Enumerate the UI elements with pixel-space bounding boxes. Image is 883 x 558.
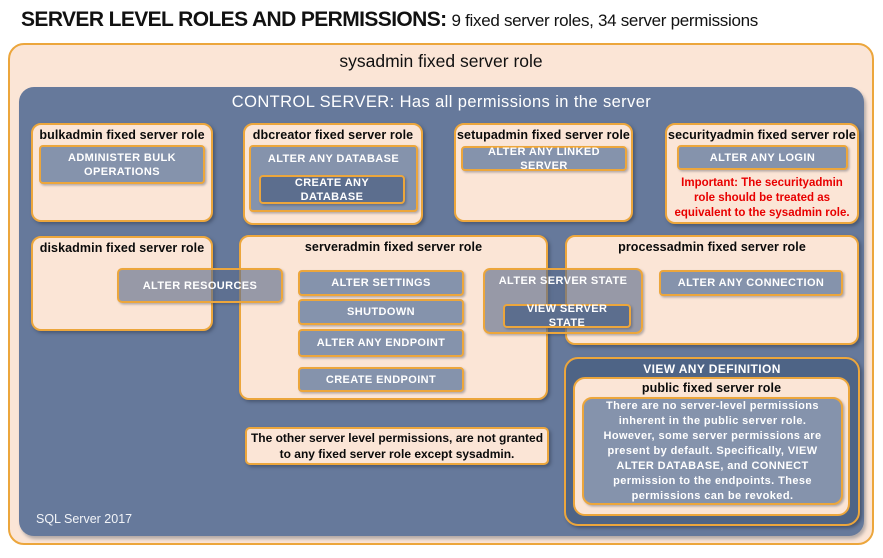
securityadmin-warning-line-3: equivalent to the sysadmin role. (674, 207, 850, 219)
other-permissions-note-line-2: to any fixed server role except sysadmin… (279, 447, 515, 461)
permission-alter-any-linked-server: ALTER ANY LINKED SERVER (461, 146, 627, 172)
sql-server-version-label: SQL Server 2017 (36, 512, 133, 526)
other-permissions-note-line-1: The other server level permissions, are … (250, 431, 544, 445)
sysadmin-role-title: sysadmin fixed server role (339, 51, 543, 71)
permission-administer-bulk-operations: ADMINISTER BULK OPERATIONS (39, 145, 205, 184)
dbcreator-role-title: dbcreator fixed server role (252, 128, 414, 142)
permission-alter-any-login: ALTER ANY LOGIN (677, 145, 848, 170)
public-role-note-box: There are no server-level permissions in… (582, 397, 843, 505)
securityadmin-warning: Important: The securityadmin role should… (668, 176, 856, 221)
permission-create-any-database: CREATE ANY DATABASE (259, 175, 405, 204)
securityadmin-warning-line-1: Important: The securityadmin (681, 177, 843, 189)
permission-shutdown: SHUTDOWN (298, 299, 464, 325)
permission-alter-any-connection: ALTER ANY CONNECTION (659, 270, 843, 296)
permission-view-server-state: VIEW SERVER STATE (503, 303, 631, 329)
permission-create-endpoint: CREATE ENDPOINT (298, 367, 464, 392)
public-role-title: public fixed server role (641, 381, 782, 395)
bulkadmin-role-title: bulkadmin fixed server role (39, 128, 205, 142)
securityadmin-role-box (665, 123, 859, 224)
serveradmin-role-title: serveradmin fixed server role (304, 240, 483, 254)
permission-alter-settings: ALTER SETTINGS (298, 270, 464, 296)
securityadmin-role-title: securityadmin fixed server role (668, 128, 856, 142)
page-title-main: SERVER LEVEL ROLES AND PERMISSIONS: (21, 8, 447, 31)
diskadmin-role-title: diskadmin fixed server role (39, 241, 205, 255)
page-title: SERVER LEVEL ROLES AND PERMISSIONS:9 fix… (21, 8, 758, 32)
page-title-sub: 9 fixed server roles, 34 server permissi… (451, 11, 759, 30)
permission-alter-server-state-label: ALTER SERVER STATE (498, 275, 628, 287)
other-permissions-note-box (245, 427, 549, 465)
permission-alter-any-endpoint: ALTER ANY ENDPOINT (298, 329, 464, 357)
other-permissions-note: The other server level permissions, are … (245, 430, 549, 462)
setupadmin-role-box (454, 123, 633, 222)
setupadmin-role-title: setupadmin fixed server role (456, 128, 630, 142)
processadmin-role-title: processadmin fixed server role (618, 240, 806, 254)
permission-alter-resources: ALTER RESOURCES (117, 268, 283, 303)
securityadmin-warning-line-2: role should be treated as (693, 192, 831, 204)
public-role-note-text: There are no server-level permissions in… (603, 399, 822, 502)
control-server-title: CONTROL SERVER: Has all permissions in t… (231, 93, 652, 111)
permission-view-any-definition-label: VIEW ANY DEFINITION (643, 362, 781, 376)
